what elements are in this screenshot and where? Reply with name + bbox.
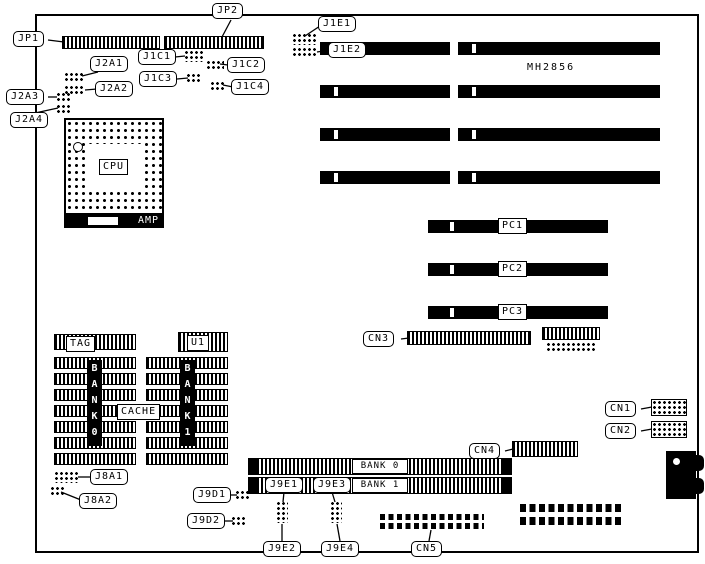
label-j9e1: J9E1 <box>265 477 304 493</box>
label-cn2: CN2 <box>605 423 637 439</box>
label-j2a3: J2A3 <box>6 89 45 105</box>
keyboard-connector <box>666 451 704 499</box>
amp-window <box>88 217 118 225</box>
power-header-row2 <box>520 517 623 525</box>
j1c3-pins <box>186 73 202 83</box>
cpu-label: CPU <box>99 159 129 175</box>
cn1-pins <box>651 399 687 416</box>
isa-slot-2-left <box>320 85 450 98</box>
cache-chip <box>54 453 136 465</box>
pci2-label: PC2 <box>498 261 528 277</box>
label-j2a4: J2A4 <box>10 112 49 128</box>
label-cn3: CN3 <box>363 331 395 347</box>
label-j1c2: J1C2 <box>227 57 266 73</box>
label-j1e1: J1E1 <box>318 16 357 32</box>
label-cn4: CN4 <box>469 443 501 459</box>
j1e2-pins <box>292 47 316 57</box>
cache-label: CACHE <box>117 404 161 420</box>
label-j9e4: J9E4 <box>321 541 360 557</box>
u1-label: U1 <box>187 335 210 351</box>
amp-label: AMP <box>137 215 159 226</box>
cn4-connector <box>512 441 578 457</box>
simm-bank1-label: BANK 1 <box>352 478 408 493</box>
label-j9e2: J9E2 <box>263 541 302 557</box>
cn3-connector <box>407 331 531 345</box>
label-j8a1: J8A1 <box>90 469 129 485</box>
j2a1-pins <box>64 72 84 83</box>
isa-slot-3-right <box>458 128 660 141</box>
jp1-header <box>62 36 160 49</box>
board-model: MH2856 <box>527 62 576 73</box>
keyboard-connector-body <box>666 451 696 499</box>
simm-bank0-label: BANK 0 <box>352 459 408 474</box>
j1c2-pins <box>206 60 224 70</box>
isa-slot-1-right <box>458 42 660 55</box>
label-cn1: CN1 <box>605 401 637 417</box>
cn5-header-row2 <box>380 523 484 529</box>
pci3-label: PC3 <box>498 304 528 320</box>
cache-bank1-vertical-label: BANK1 <box>180 360 195 446</box>
jp2-header <box>164 36 264 49</box>
j9e3-pins <box>330 501 342 523</box>
label-j9e3: J9E3 <box>313 477 352 493</box>
label-jp1: JP1 <box>13 31 45 47</box>
aux-connector-pins <box>546 342 596 351</box>
keyboard-connector-hole <box>673 458 680 465</box>
j2a2-pins <box>64 85 84 96</box>
label-cn5: CN5 <box>411 541 443 557</box>
cache-chip <box>146 453 228 465</box>
cpu-pin1-marker <box>73 142 83 152</box>
label-j8a2: J8A2 <box>79 493 118 509</box>
label-j1c4: J1C4 <box>231 79 270 95</box>
j2a3-pins <box>56 92 72 103</box>
j1e1-pins <box>292 33 316 45</box>
j8a2-pins <box>50 486 66 496</box>
isa-slot-4-right <box>458 171 660 184</box>
cn2-pins <box>651 421 687 438</box>
label-j2a1: J2A1 <box>90 56 129 72</box>
label-j1c3: J1C3 <box>139 71 178 87</box>
aux-connector <box>542 327 600 340</box>
tag-label: TAG <box>66 336 96 352</box>
isa-slot-4-left <box>320 171 450 184</box>
cache-bank0-vertical-label: BANK0 <box>87 360 102 446</box>
power-header-row1 <box>520 504 623 512</box>
label-j9d1: J9D1 <box>193 487 232 503</box>
j9d2-pins <box>231 516 247 527</box>
label-j1e2: J1E2 <box>328 42 367 58</box>
j8a1-pins <box>54 471 78 483</box>
j9d1-pins <box>235 490 251 501</box>
amp-regulator: AMP <box>64 214 164 228</box>
isa-slot-3-left <box>320 128 450 141</box>
board-outline <box>35 14 699 553</box>
keyboard-connector-port-top <box>694 455 704 471</box>
j1c1-pins <box>184 50 204 62</box>
isa-slot-2-right <box>458 85 660 98</box>
label-j2a2: J2A2 <box>95 81 134 97</box>
j2a4-pins <box>56 104 70 113</box>
j1c4-pins <box>210 81 226 91</box>
label-j9d2: J9D2 <box>187 513 226 529</box>
cn5-header-row1 <box>380 514 484 520</box>
pci1-label: PC1 <box>498 218 528 234</box>
j9e1-pins <box>276 501 288 523</box>
label-jp2: JP2 <box>212 3 244 19</box>
keyboard-connector-port-bottom <box>694 478 704 494</box>
label-j1c1: J1C1 <box>138 49 177 65</box>
